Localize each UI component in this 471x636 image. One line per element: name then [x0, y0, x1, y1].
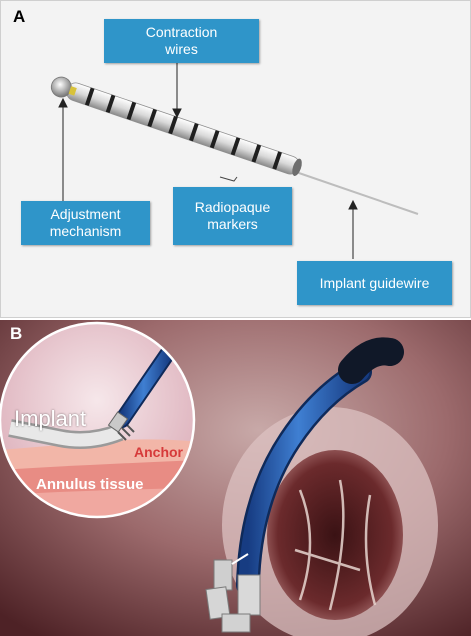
wire-band [105, 94, 116, 113]
panel-b-letter: B [10, 324, 23, 343]
panel-a-letter: A [13, 7, 26, 26]
implant-label: Implant [14, 406, 87, 431]
adjustment-mechanism-label: Adjustment mechanism [21, 201, 150, 245]
heart-valve-illustration [0, 320, 471, 636]
annulus-tissue-label: Annulus tissue [36, 476, 144, 493]
anchor-label: Anchor [134, 444, 183, 460]
wire-band [84, 87, 95, 106]
inset-border [0, 321, 196, 519]
wire-band [251, 144, 262, 163]
wire-band [209, 130, 220, 149]
tube-end-cap [292, 158, 302, 176]
contraction-wires-label: Contraction wires [104, 19, 259, 63]
panel-a-device-diagram: A [0, 0, 471, 318]
wire-band [147, 108, 157, 128]
valve-opening [267, 450, 403, 620]
implant-tube [50, 76, 302, 176]
wire-band [168, 115, 178, 135]
wire-band [230, 137, 241, 156]
guide-catheter [238, 362, 370, 595]
implant-device-illustration [50, 61, 419, 259]
wire-band [272, 151, 282, 170]
implant-guidewire-label: Implant guidewire [297, 261, 452, 305]
detail-inset [0, 323, 194, 517]
chordae-strands [294, 479, 377, 611]
guidewire-line [295, 171, 419, 215]
adjustment-gear [68, 86, 77, 96]
wire-band [189, 123, 199, 142]
marker-hint-arrow [219, 176, 238, 182]
wire-band [126, 101, 137, 121]
radiopaque-markers-label: Radiopaque markers [173, 187, 292, 245]
panel-b-anatomical-view: B Implant Anchor Annulus tissue [0, 320, 471, 636]
catheter-tip [338, 337, 404, 384]
implant-segments [205, 553, 261, 633]
